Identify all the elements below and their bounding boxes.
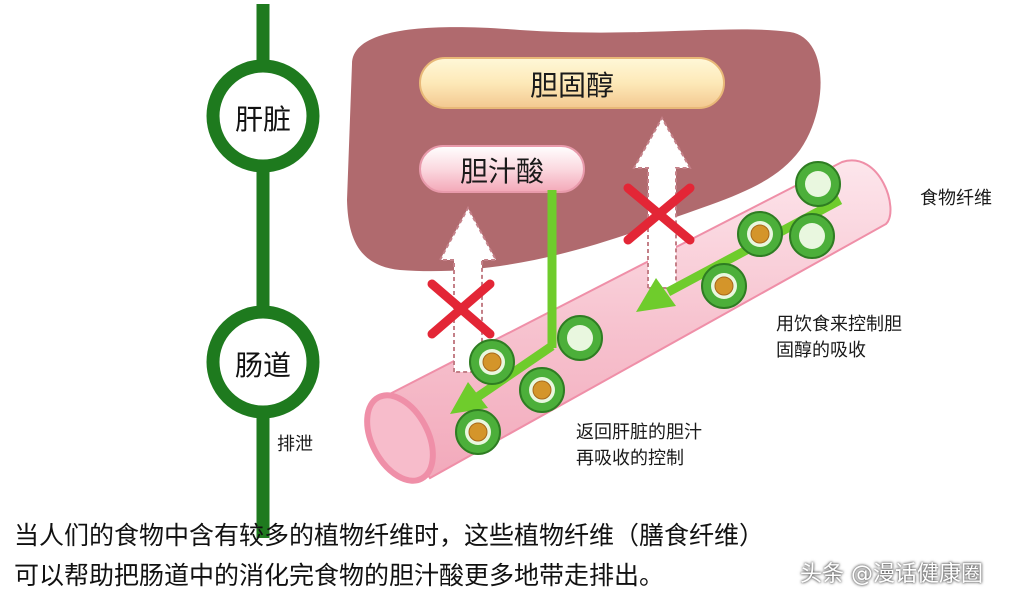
cholesterol-label: 胆固醇 — [529, 69, 614, 102]
caption-line-1: 当人们的食物中含有较多的植物纤维时，这些植物纤维（膳食纤维） — [14, 521, 765, 550]
watermark-text: 头条 @漫话健康圈 — [800, 562, 983, 587]
bile-acid-label: 胆汁酸 — [459, 155, 544, 188]
caption-line-2: 可以帮助把肠道中的消化完食物的胆汁酸更多地带走排出。 — [14, 561, 665, 590]
liver-label: 肝脏 — [235, 103, 292, 136]
dietary-fiber-label: 食物纤维 — [920, 188, 992, 209]
cholesterol-particle — [468, 422, 488, 442]
cross-mark-cholesterol — [623, 183, 695, 245]
fiber-cluster — [519, 367, 565, 413]
cross-mark-bile — [427, 279, 495, 339]
bile-return-line2: 再吸收的控制 — [576, 448, 684, 469]
cholesterol-particle — [532, 380, 552, 400]
diet-control-line2: 固醇的吸收 — [776, 340, 866, 361]
excretion-label: 排泄 — [277, 434, 313, 455]
fiber-cluster — [795, 161, 841, 207]
fiber-cluster — [789, 213, 835, 259]
intestine-opening — [364, 392, 436, 484]
cholesterol-pill — [419, 57, 725, 109]
diet-control-line1: 用饮食来控制胆 — [776, 314, 902, 335]
flow-chart — [206, 4, 320, 538]
fiber-clusters — [455, 161, 841, 455]
bile-acid-pill — [419, 145, 585, 193]
fiber-cluster — [557, 315, 603, 361]
intestine-label: 肠道 — [235, 349, 292, 382]
fiber-cluster — [455, 409, 501, 455]
bile-return-line1: 返回肝脏的胆汁 — [576, 422, 702, 443]
intestine-node — [206, 305, 320, 419]
fiber-cluster — [701, 263, 747, 309]
fiber-cluster — [737, 211, 783, 257]
fiber-cluster — [469, 339, 515, 385]
cholesterol-particle — [482, 352, 502, 372]
absorption-arrow-cholesterol — [632, 115, 692, 289]
cholesterol-particle — [750, 224, 770, 244]
liver-node — [206, 59, 320, 173]
bile-return-arrow — [450, 190, 557, 414]
cholesterol-particle — [714, 276, 734, 296]
